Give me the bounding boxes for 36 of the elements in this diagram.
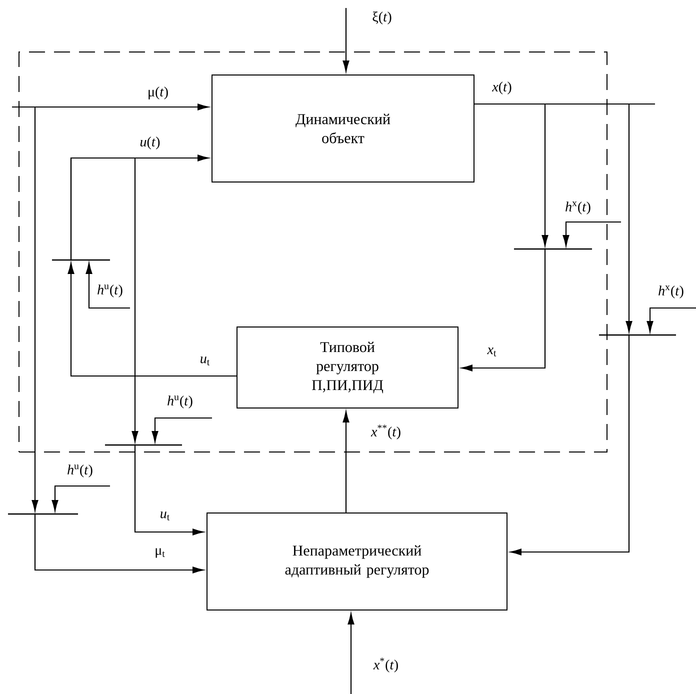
arrow (32, 107, 38, 512)
block-box: Непараметрический адаптивный регулятор (206, 512, 508, 610)
edge-label: u(t) (138, 136, 162, 150)
arrow (342, 411, 350, 512)
arrow (70, 157, 138, 442)
arrow (34, 514, 204, 574)
edge-label: h$^{x}$(t) (564, 200, 592, 216)
edge-label: μ(t) (146, 86, 170, 100)
block-box: Динамический объект (212, 74, 474, 182)
arrow (646, 307, 696, 332)
arrow (474, 103, 632, 332)
edge-label: x$^{*}$(t) (372, 656, 400, 674)
arrow (152, 417, 212, 442)
arrow (12, 104, 209, 110)
arrow (86, 262, 130, 309)
arrow (52, 485, 110, 512)
edge-label: ξ(t) (371, 10, 393, 26)
edge-label: x$^{**}$(t) (370, 424, 402, 440)
edge-label: u$_{t}$ (158, 510, 172, 522)
arrow (348, 613, 354, 694)
dashed-boundary (18, 52, 608, 452)
block-box: Типовой регулятор П,ПИ,ПИД (236, 326, 458, 408)
edge-label: x(t) (491, 80, 513, 96)
edge-label: h$^{u}$(t) (96, 284, 124, 298)
edge-label: h$^{u}$(t) (166, 394, 194, 410)
edge-label: h$^{x}$(t) (657, 284, 685, 300)
arrow (342, 8, 350, 72)
arrow (461, 249, 546, 372)
edge-label: h$^{u}$(t) (66, 464, 94, 478)
edge-label: μ$_{t}$ (154, 547, 166, 559)
arrow (510, 335, 630, 556)
arrow (68, 262, 236, 377)
arrow (134, 445, 204, 536)
arrow (562, 221, 621, 246)
edge-label: u$_{t}$ (198, 356, 212, 366)
edge-label: x$_{t}$ (486, 346, 498, 358)
